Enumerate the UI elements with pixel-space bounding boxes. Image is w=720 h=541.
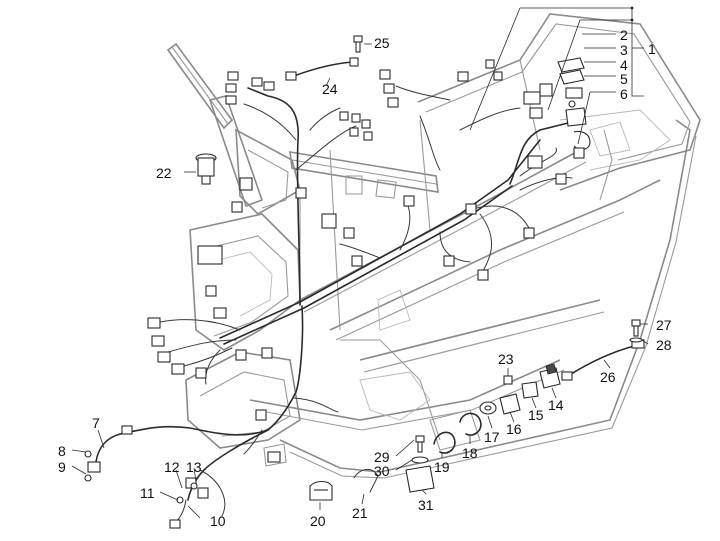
callout-11: 11 (140, 485, 155, 501)
callout-29: 29 (374, 449, 390, 465)
callout-20: 20 (310, 513, 326, 529)
callout-9: 9 (58, 459, 66, 475)
callout-23: 23 (498, 351, 514, 367)
part-24-cable (285, 57, 359, 81)
callout-3: 3 (620, 42, 628, 58)
callout-8: 8 (58, 443, 66, 459)
callout-17: 17 (484, 429, 500, 445)
part-21-tie (353, 469, 379, 493)
callout-10: 10 (210, 513, 226, 529)
callout-7: 7 (92, 415, 100, 431)
part-27-28-bolt (629, 319, 643, 343)
part-22-socket (195, 153, 217, 185)
part-25-bolt (353, 35, 363, 53)
callout-1: 1 (648, 41, 656, 57)
part-29-31-bracket (405, 435, 435, 493)
callout-31: 31 (418, 497, 434, 513)
callout-21: 21 (352, 505, 368, 521)
callout-24: 24 (322, 81, 338, 97)
callout-6: 6 (620, 86, 628, 102)
leader-lines (71, 6, 649, 519)
callout-14: 14 (548, 397, 564, 413)
part-20-clamp (309, 480, 333, 501)
callout-12: 12 (164, 459, 180, 475)
callout-15: 15 (528, 407, 544, 423)
callout-18: 18 (462, 445, 478, 461)
callout-19: 19 (434, 459, 450, 475)
callout-22: 22 (156, 165, 172, 181)
callout-4: 4 (620, 57, 628, 73)
callout-28: 28 (656, 337, 672, 353)
callout-5: 5 (620, 71, 628, 87)
part-23-clip (503, 375, 513, 385)
part-16-holder (499, 393, 521, 415)
callout-30: 30 (374, 463, 390, 479)
part-19-clip (433, 431, 456, 454)
part-18-clip (459, 412, 482, 436)
callout-13: 13 (186, 459, 202, 475)
separate-parts (195, 35, 645, 501)
callout-labels: 1 2 3 4 5 6 7 8 9 10 11 12 13 14 15 16 1… (58, 27, 672, 529)
part-17-grommet (479, 401, 497, 415)
part-15-clip (521, 381, 539, 399)
callout-27: 27 (656, 317, 672, 333)
part-14-box (539, 363, 561, 389)
callout-2: 2 (620, 27, 628, 43)
main-wiring-harness (95, 85, 581, 525)
callout-25: 25 (374, 35, 390, 51)
harness-connectors (84, 59, 567, 529)
part-relay-group (557, 57, 591, 159)
callout-26: 26 (600, 369, 616, 385)
callout-16: 16 (506, 421, 522, 437)
